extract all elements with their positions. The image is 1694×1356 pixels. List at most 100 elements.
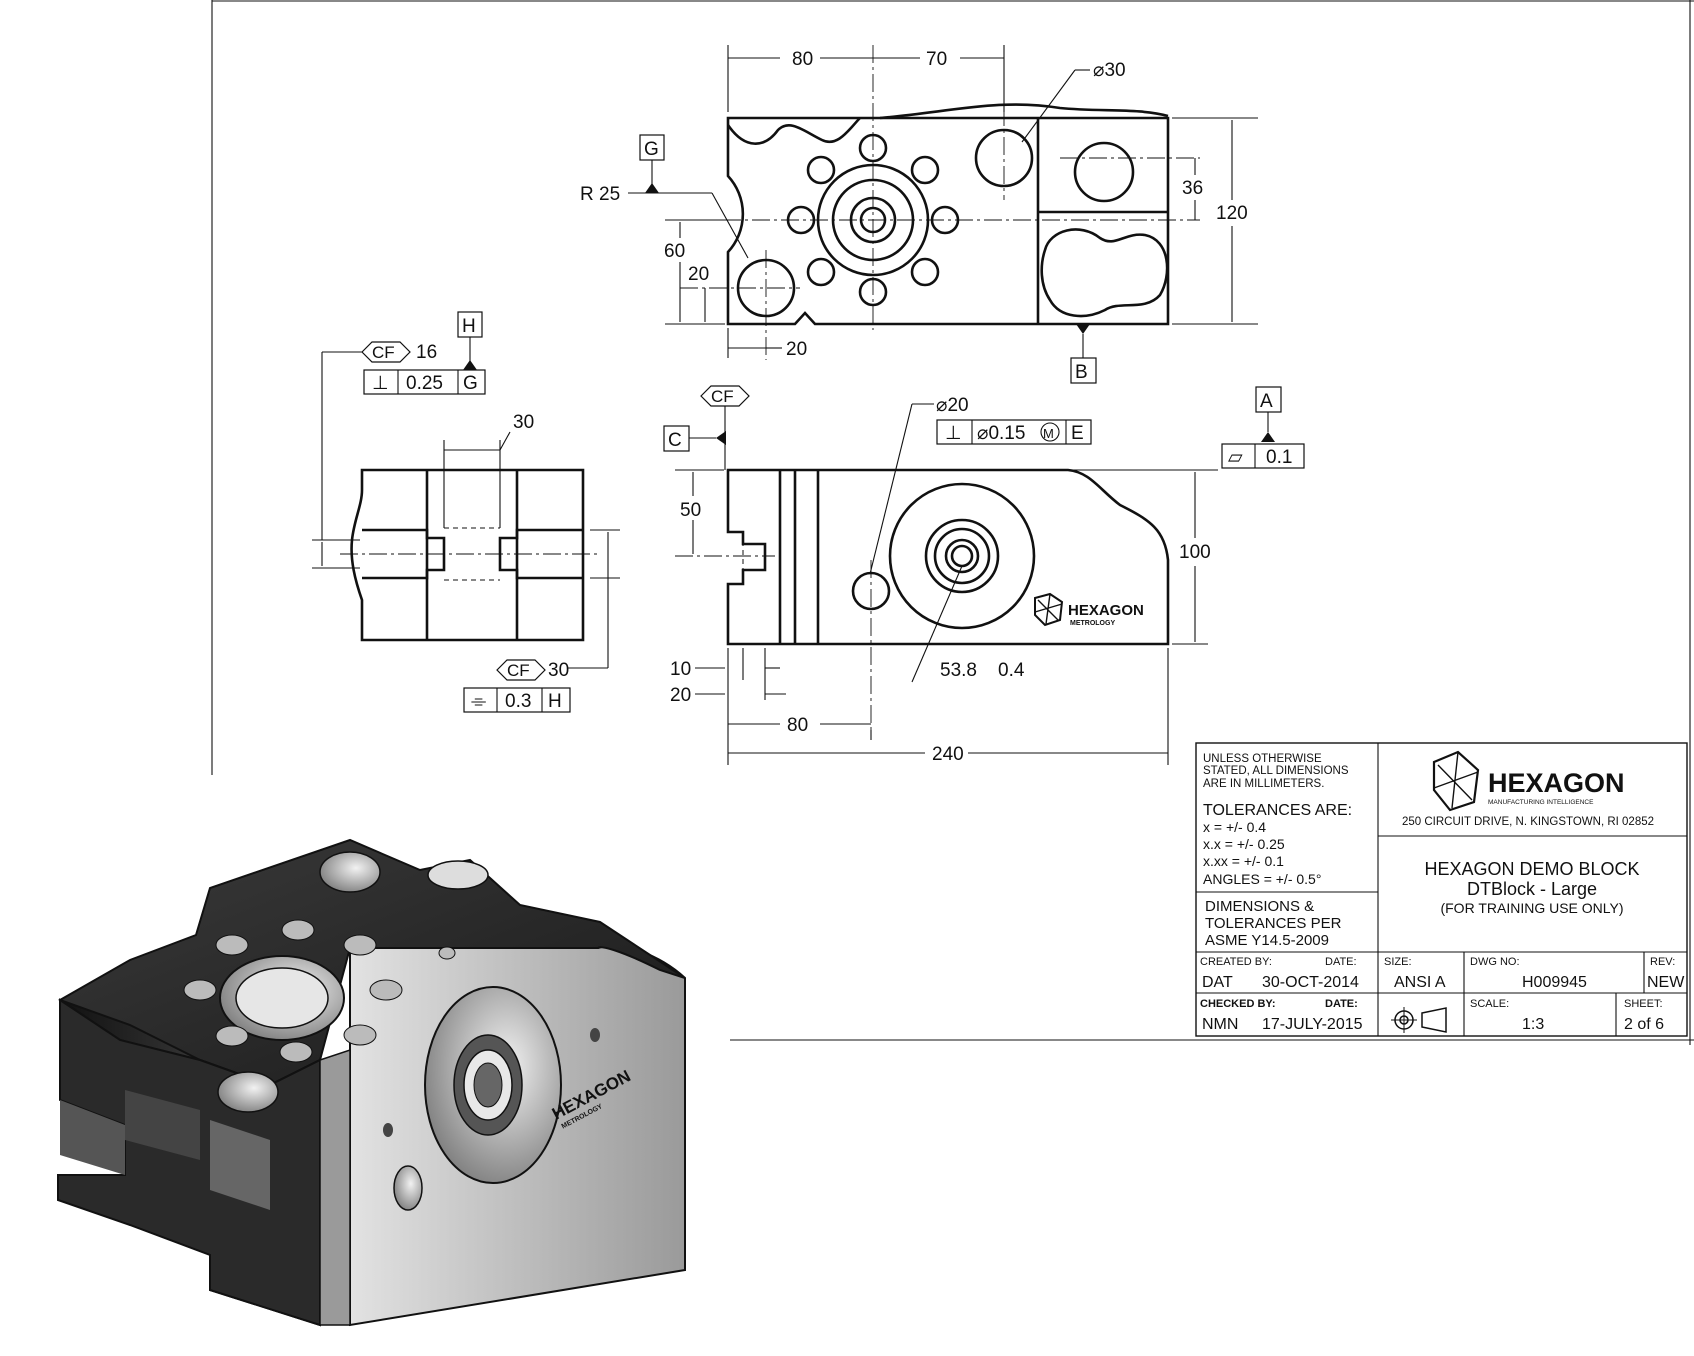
tb-dwg-no-label: DWG NO: xyxy=(1470,956,1520,968)
fcf2-datum: H xyxy=(548,691,562,712)
isometric-view: HEXAGON METROLOGY xyxy=(57,838,686,1327)
front-logo-main: HEXAGON xyxy=(1068,602,1144,619)
tb-checked-date: 17-JULY-2015 xyxy=(1262,1016,1363,1033)
front-logo: HEXAGON METROLOGY xyxy=(1034,592,1144,627)
dim-50: 50 xyxy=(680,500,701,521)
tb-size: ANSI A xyxy=(1394,974,1446,991)
tb-company-sub: MANUFACTURING INTELLIGENCE xyxy=(1488,799,1594,806)
dim-120: 120 xyxy=(1216,203,1248,224)
tb-created-by: DAT xyxy=(1202,974,1233,991)
fcf1-tol: 0.25 xyxy=(406,373,443,394)
tb-title-2: DTBlock - Large xyxy=(1467,879,1597,899)
dim-36: 36 xyxy=(1182,178,1203,199)
dim-20-horiz: 20 xyxy=(786,339,807,360)
fcf2-tol: 0.3 xyxy=(505,691,531,712)
tb-std-3: ASME Y14.5-2009 xyxy=(1205,932,1329,949)
title-block: UNLESS OTHERWISE STATED, ALL DIMENSIONS … xyxy=(1195,742,1688,1037)
dim-20-vert: 20 xyxy=(688,264,709,285)
fcf3-tol: ⌀0.15 xyxy=(977,423,1025,444)
datum-g: G xyxy=(644,139,659,160)
tb-sheet: 2 of 6 xyxy=(1624,1016,1664,1033)
tb-note-2: STATED, ALL DIMENSIONS xyxy=(1203,765,1349,777)
front-view: HEXAGON METROLOGY CF C ⌀20 ⊥ ⌀0.15 M E A… xyxy=(663,385,1305,765)
tb-tol-xxx: x.xx = +/- 0.1 xyxy=(1203,853,1284,869)
fcf1-box xyxy=(363,369,486,395)
cf2-symbol-box xyxy=(496,659,546,681)
tb-note-3: ARE IN MILLIMETERS. xyxy=(1203,778,1324,790)
tb-title-3: (FOR TRAINING USE ONLY) xyxy=(1440,900,1623,916)
tb-checked-by-label: CHECKED BY: xyxy=(1200,998,1276,1010)
tb-size-label: SIZE: xyxy=(1384,956,1412,968)
tb-created-by-label: CREATED BY: xyxy=(1200,956,1272,968)
dim-dia20: ⌀20 xyxy=(936,395,969,416)
tb-title-1: HEXAGON DEMO BLOCK xyxy=(1424,859,1639,879)
fcf3-symbol: ⊥ xyxy=(945,423,962,444)
datum-b: B xyxy=(1075,362,1088,383)
fcf4-symbol: ▱ xyxy=(1228,447,1243,468)
tb-checked-date-label: DATE: xyxy=(1325,998,1358,1010)
dim-80-top: 80 xyxy=(792,49,813,70)
datum-b-box xyxy=(1070,357,1097,384)
tb-tol-angles: ANGLES = +/- 0.5° xyxy=(1203,871,1321,887)
fcf1-symbol: ⊥ xyxy=(372,373,389,394)
dim-240: 240 xyxy=(932,744,964,765)
fcf4-box xyxy=(1221,443,1305,469)
tb-created-date: 30-OCT-2014 xyxy=(1262,974,1359,991)
datum-a: A xyxy=(1260,391,1273,412)
top-view: 80 70 ⌀30 G R 25 60 20 20 36 120 xyxy=(580,45,1258,384)
cf2-symbol: CF xyxy=(507,661,530,680)
cf2-value: 30 xyxy=(548,660,569,681)
cf1-symbol-box xyxy=(361,341,411,363)
datum-g-box xyxy=(639,134,665,161)
datum-c: C xyxy=(668,430,682,451)
fcf3-datum: E xyxy=(1071,423,1084,444)
front-logo-sub: METROLOGY xyxy=(1070,620,1115,627)
dim-30-top: 30 xyxy=(513,412,534,433)
dim-53-8: 53.8 xyxy=(940,660,977,681)
tb-scale-label: SCALE: xyxy=(1470,998,1509,1010)
dim-80-front: 80 xyxy=(787,715,808,736)
tb-tol-xx: x.x = +/- 0.25 xyxy=(1203,836,1285,852)
dim-70-top: 70 xyxy=(926,49,947,70)
dim-60: 60 xyxy=(664,241,685,262)
tb-address: 250 CIRCUIT DRIVE, N. KINGSTOWN, RI 0285… xyxy=(1402,816,1654,828)
dim-dia30: ⌀30 xyxy=(1093,60,1126,81)
cf1-value: 16 xyxy=(416,342,437,363)
fcf3-modifier: M xyxy=(1043,426,1054,441)
tb-rev-label: REV: xyxy=(1650,956,1675,968)
dim-20: 20 xyxy=(670,685,691,706)
fcf3-box xyxy=(936,419,1092,445)
dim-10: 10 xyxy=(670,659,691,680)
fcf4-tol: 0.1 xyxy=(1266,447,1292,468)
side-view: CF 16 H ⊥ 0.25 G 30 CF 30 ⌯ 0. xyxy=(312,311,620,713)
datum-c-box xyxy=(663,425,690,452)
tb-tol-x: x = +/- 0.4 xyxy=(1203,819,1266,835)
dim-r25: R 25 xyxy=(580,184,620,205)
dim-100: 100 xyxy=(1179,542,1211,563)
cf3-symbol: CF xyxy=(711,387,734,406)
fcf2-box xyxy=(463,687,571,713)
third-angle-projection-icon xyxy=(1391,1007,1447,1033)
tb-company-logo: HEXAGON MANUFACTURING INTELLIGENCE xyxy=(1432,750,1625,812)
tb-dwg-no: H009945 xyxy=(1522,974,1587,991)
cf3-symbol-box xyxy=(700,385,750,407)
tb-scale: 1:3 xyxy=(1522,1016,1544,1033)
dim-0-4: 0.4 xyxy=(998,660,1025,681)
iso-top-holes xyxy=(183,851,489,1113)
tb-std-1: DIMENSIONS & xyxy=(1205,898,1314,915)
tb-rev: NEW xyxy=(1647,974,1685,991)
tb-std-2: TOLERANCES PER xyxy=(1205,915,1342,932)
tb-tol-heading: TOLERANCES ARE: xyxy=(1203,802,1352,819)
fcf1-datum: G xyxy=(463,373,478,394)
tb-checked-by: NMN xyxy=(1202,1016,1238,1033)
sheet-border xyxy=(211,0,1694,1045)
tb-company: HEXAGON xyxy=(1488,768,1625,798)
fcf2-symbol: ⌯ xyxy=(471,691,486,712)
tb-sheet-label: SHEET: xyxy=(1624,998,1663,1010)
tb-note-1: UNLESS OTHERWISE xyxy=(1203,753,1322,765)
datum-h: H xyxy=(462,316,476,337)
cf1-symbol: CF xyxy=(372,343,395,362)
datum-h-box xyxy=(457,311,483,338)
tb-created-date-label: DATE: xyxy=(1325,956,1357,968)
